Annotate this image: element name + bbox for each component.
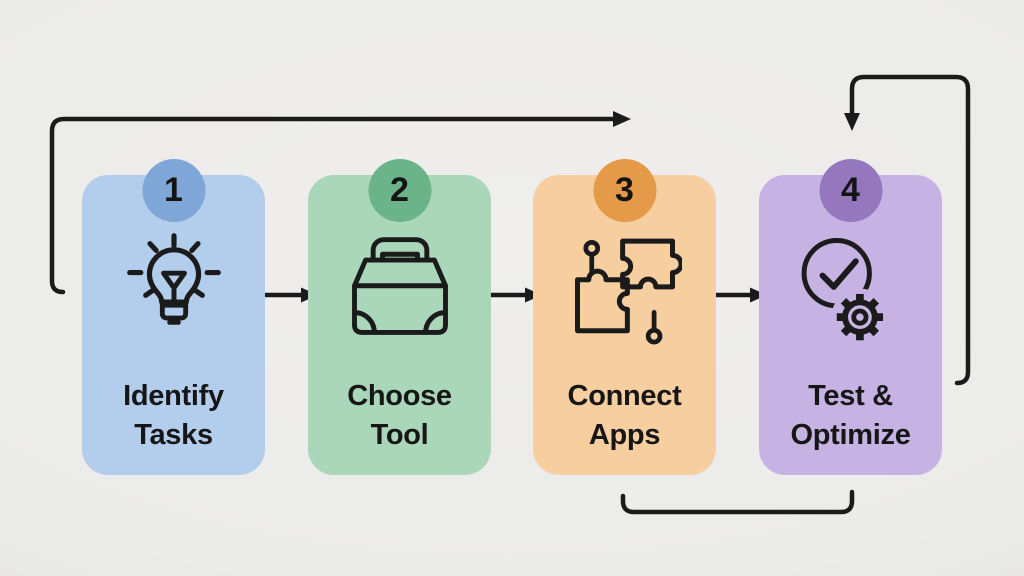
lightbulb-icon: [114, 231, 234, 351]
step-number-badge: 3: [593, 159, 656, 222]
step-number-badge: 2: [368, 159, 431, 222]
check-gear-icon: [791, 231, 911, 351]
step-card-choose-tool: 2 Choose Tool: [308, 159, 491, 475]
step-title: Choose Tool: [347, 380, 452, 451]
step-card-identify-tasks: 1 Identify Tasks: [82, 159, 265, 475]
step-title: Identify Tasks: [123, 380, 224, 451]
step-number-badge: 1: [142, 159, 205, 222]
step-card-connect-apps: 3 Connect Apps: [533, 159, 716, 475]
toolbox-icon: [340, 231, 460, 351]
step-title: Connect Apps: [567, 380, 682, 451]
step-number-badge: 4: [819, 159, 882, 222]
puzzle-icon: [565, 231, 685, 351]
bottom-link-step3-step4: [620, 489, 855, 515]
step-card-test-optimize: 4 Test & Optimize: [759, 159, 942, 475]
step-title: Test & Optimize: [790, 380, 911, 451]
